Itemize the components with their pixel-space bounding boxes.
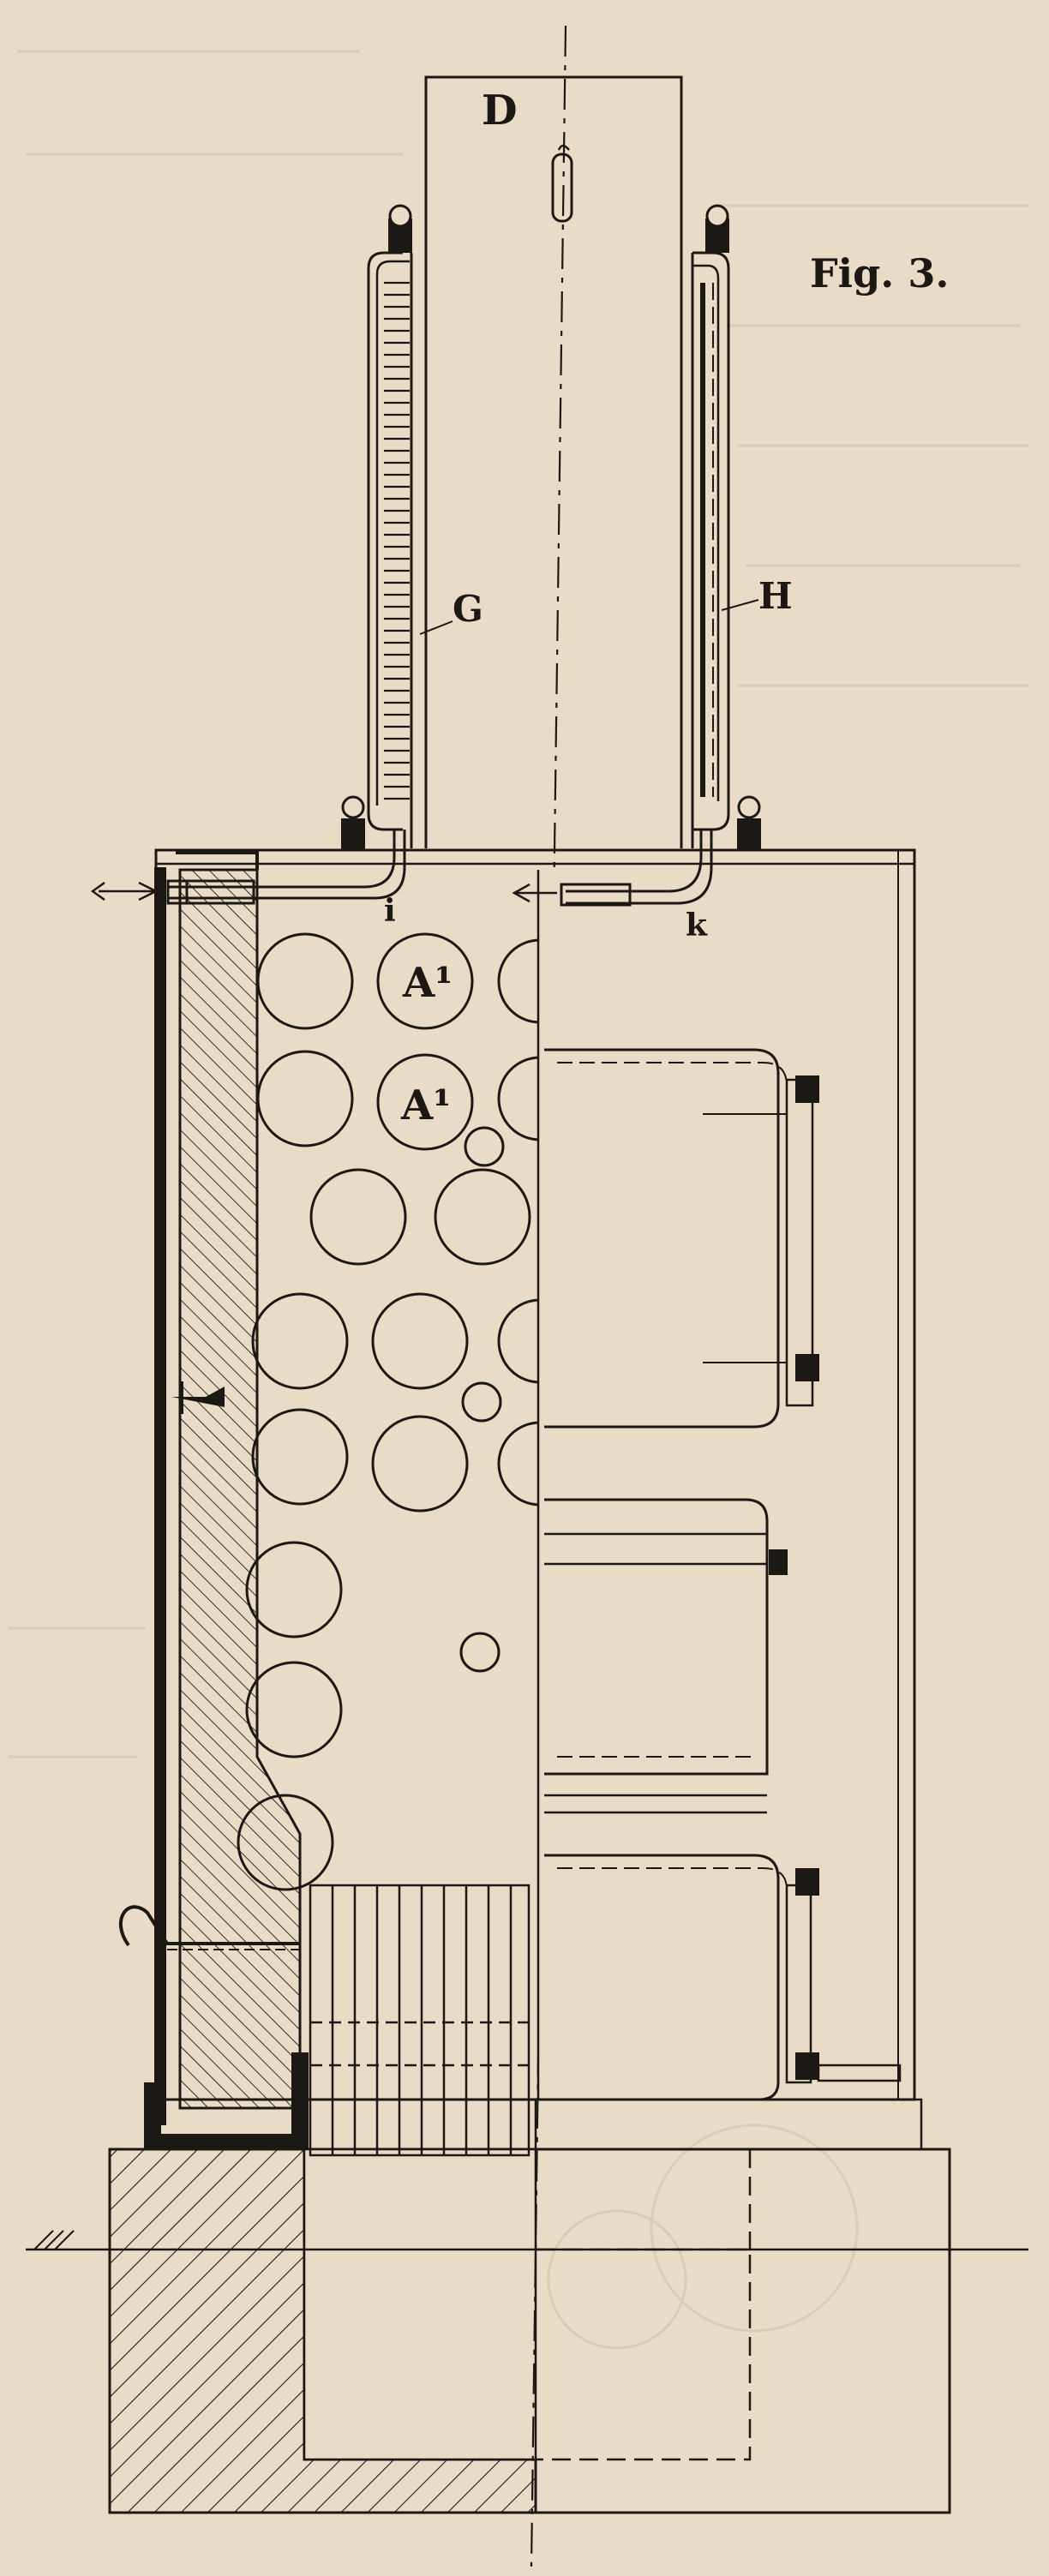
foundation <box>26 2098 1028 2514</box>
fuel-circle <box>434 1168 531 1266</box>
fuel-circle <box>245 1661 343 1758</box>
fuel-circle <box>251 1408 349 1506</box>
label-k: k <box>686 908 708 944</box>
flow-arrow-k <box>512 883 557 903</box>
fuel-circle <box>245 1541 343 1638</box>
fuel-circle <box>309 1168 407 1266</box>
pipe-k-connection <box>560 883 632 907</box>
flow-arrow-in-left <box>90 881 159 902</box>
leader-H <box>721 599 759 611</box>
fuel-circle <box>256 1050 354 1147</box>
ash-door <box>544 1854 902 2101</box>
label-D: D <box>482 87 518 135</box>
base-channel <box>144 2052 309 2149</box>
paper-show-through <box>9 50 1028 2350</box>
fuel-circle <box>371 1415 469 1513</box>
fuel-circle <box>237 1794 334 1891</box>
bolt-top-left <box>388 204 412 253</box>
fuel-circle <box>251 1292 349 1390</box>
label-G: G <box>453 588 483 630</box>
door-hinge-pin <box>171 1381 225 1414</box>
bolt-bottom-right <box>737 795 761 851</box>
outer-wall-left <box>154 867 166 2125</box>
flue-tube-D <box>410 75 694 848</box>
pipe-i-connection <box>166 851 259 905</box>
ground-mark <box>33 2230 75 2250</box>
doors <box>544 1048 902 2101</box>
hook-handle <box>118 1905 300 1947</box>
section-mask <box>538 870 896 2095</box>
fuel-circle-a1-second <box>376 1053 474 1151</box>
leader-G <box>419 620 453 635</box>
grate-bars <box>309 1884 530 2157</box>
fuel-pellet <box>464 1126 505 1167</box>
fuel-circle-a1-top <box>376 932 474 1030</box>
fuel-pellet <box>461 1381 502 1423</box>
bolt-top-right <box>705 204 729 253</box>
ash-pit-outline-dashed <box>536 2149 752 2461</box>
fuel-pellet <box>459 1632 501 1673</box>
label-H: H <box>758 575 793 617</box>
damper-slot <box>551 153 573 223</box>
radiator-H <box>566 204 761 905</box>
bolt-bottom-left <box>341 795 365 851</box>
figure-caption: Fig. 3. <box>810 250 949 297</box>
fuel-circle <box>256 932 354 1030</box>
top-plate <box>154 848 916 866</box>
label-i: i <box>384 893 396 929</box>
fuel-circle <box>371 1292 469 1390</box>
fire-door <box>544 1498 788 1814</box>
foundation-recess <box>303 2148 537 2461</box>
filling-door <box>544 1048 819 1429</box>
label-A1-second: A¹ <box>400 1081 451 1129</box>
label-A1-top: A¹ <box>402 959 453 1007</box>
radiator-G-finned <box>168 204 412 900</box>
